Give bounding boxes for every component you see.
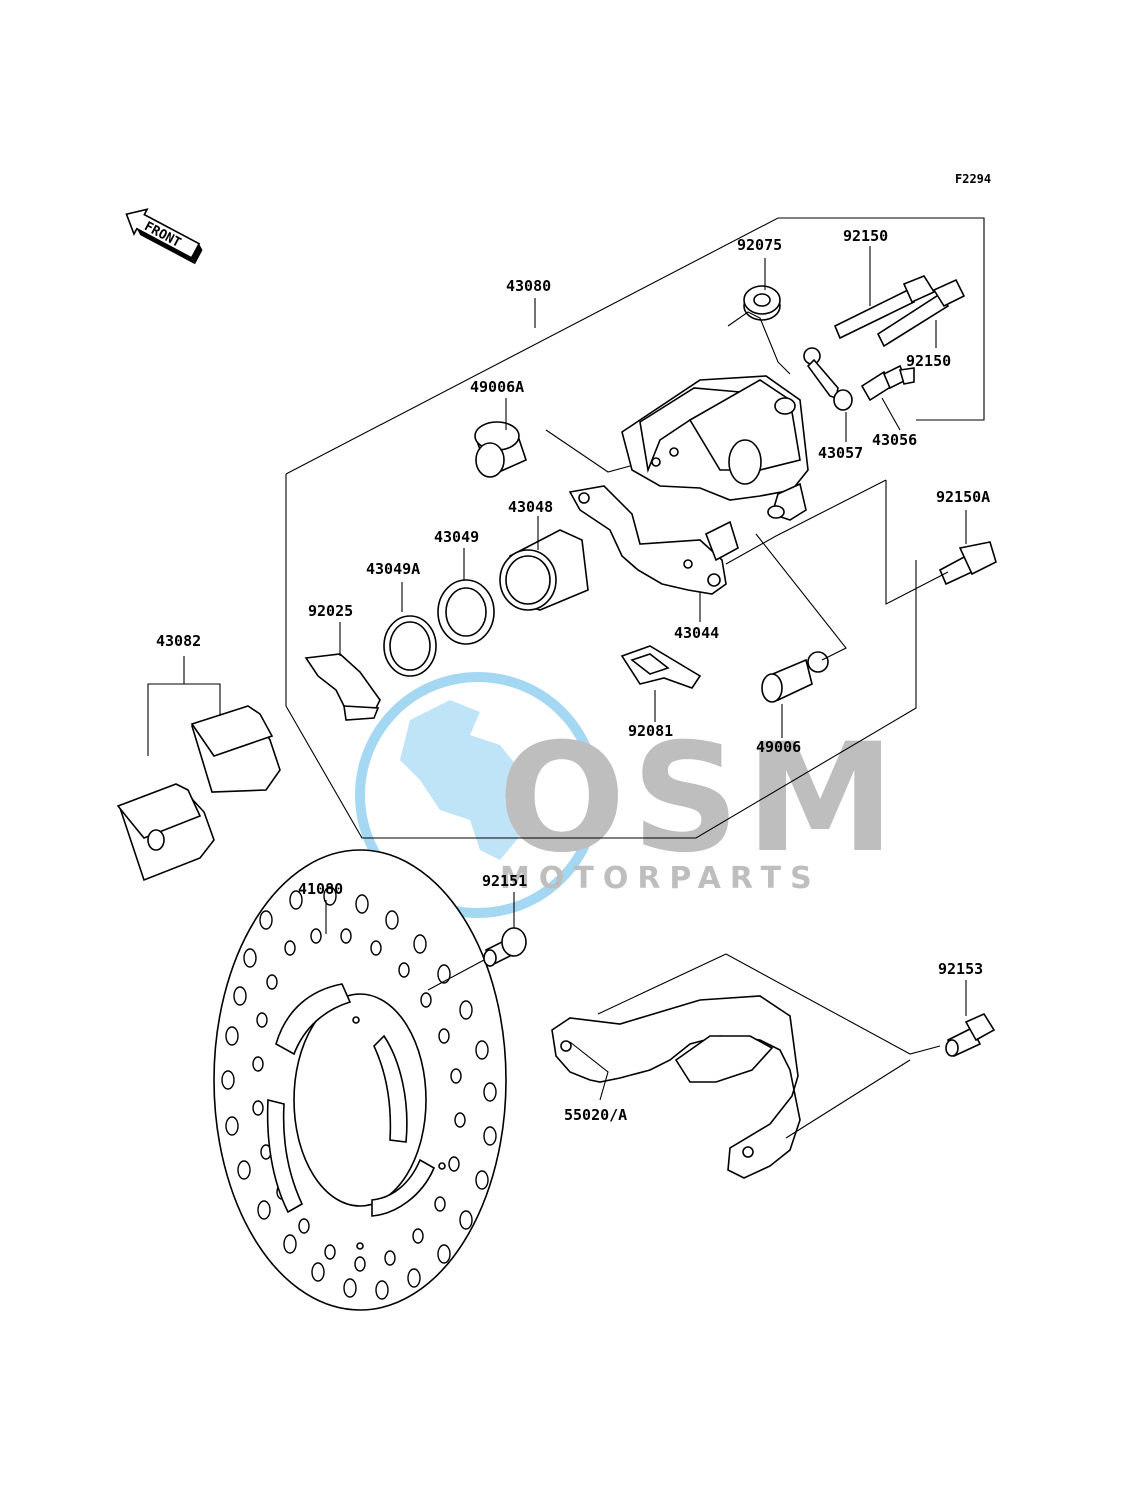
label-92153: 92153 bbox=[938, 960, 983, 978]
disc-holes bbox=[221, 886, 497, 1300]
figure-ref: F2294 bbox=[955, 172, 991, 186]
caliper-bracket bbox=[568, 485, 739, 595]
label-92150A: 92150A bbox=[936, 488, 990, 506]
pin-92150-lower bbox=[876, 278, 966, 348]
bolt-92153 bbox=[945, 1012, 996, 1058]
label-92075: 92075 bbox=[737, 236, 782, 254]
brake-pads-43082 bbox=[116, 705, 281, 882]
assembly-outline-lower bbox=[285, 474, 917, 839]
label-43048: 43048 bbox=[508, 498, 553, 516]
label-92150-mid: 92150 bbox=[906, 352, 951, 370]
label-43080: 43080 bbox=[506, 277, 551, 295]
label-43082: 43082 bbox=[156, 632, 201, 650]
bleeder-valve-43056 bbox=[860, 364, 915, 402]
label-41080: 41080 bbox=[298, 880, 343, 898]
leader-lines bbox=[147, 246, 967, 1139]
pad-shim-92081 bbox=[620, 645, 702, 689]
front-arrow-icon: FRONT bbox=[125, 208, 203, 265]
label-43044: 43044 bbox=[674, 624, 719, 642]
assembly-outline bbox=[285, 217, 985, 475]
boot-92075 bbox=[743, 285, 781, 321]
label-92081: 92081 bbox=[628, 722, 673, 740]
label-43049A: 43049A bbox=[366, 560, 420, 578]
watermark-globe bbox=[355, 672, 601, 918]
watermark-continents bbox=[400, 700, 525, 860]
bolt-92150A bbox=[938, 541, 997, 586]
label-92025: 92025 bbox=[308, 602, 353, 620]
pad-spring-92025 bbox=[304, 653, 381, 721]
label-92151: 92151 bbox=[482, 872, 527, 890]
seal-43049A bbox=[383, 615, 437, 677]
caliper-holder-55020A bbox=[551, 995, 801, 1179]
piston-boot-49006A bbox=[474, 421, 527, 478]
bolt-92151 bbox=[483, 927, 527, 968]
watermark-brand: OSM bbox=[498, 712, 901, 886]
bleeder-cap-43057 bbox=[803, 347, 853, 411]
label-55020A: 55020/A bbox=[564, 1106, 627, 1124]
label-43049: 43049 bbox=[434, 528, 479, 546]
caliper-body bbox=[621, 375, 809, 521]
piston-43048 bbox=[499, 529, 589, 611]
watermark: OSM MOTORPARTS bbox=[355, 672, 901, 918]
label-49006: 49006 bbox=[756, 738, 801, 756]
boot-49006 bbox=[761, 651, 829, 703]
label-92150-top: 92150 bbox=[843, 227, 888, 245]
watermark-tagline: MOTORPARTS bbox=[500, 861, 821, 896]
brake-disc-41080 bbox=[213, 849, 507, 1311]
pin-92150-upper bbox=[833, 275, 936, 340]
label-43056: 43056 bbox=[872, 431, 917, 449]
part-labels: 43080 92075 92150 92150 49006A 43057 430… bbox=[156, 227, 990, 1124]
label-49006A: 49006A bbox=[470, 378, 524, 396]
label-43057: 43057 bbox=[818, 444, 863, 462]
seal-43049 bbox=[437, 579, 495, 645]
